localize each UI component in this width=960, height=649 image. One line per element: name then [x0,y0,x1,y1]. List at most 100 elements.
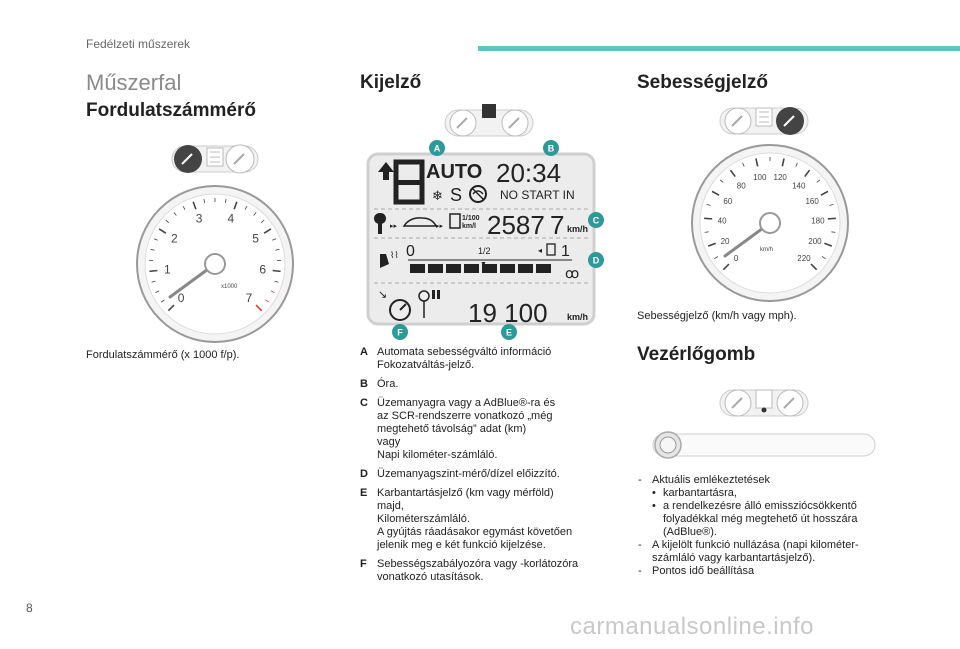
speedo-tick-label: 160 [805,197,819,206]
sub-bullet-item: •a rendelkezésre álló emissziócsökkentő … [652,500,858,538]
speedo-tick [704,217,713,220]
display-title: Kijelző [360,72,422,93]
marker-d: D [588,252,604,268]
marker-e: E [501,324,517,340]
fuel-side-arrow-icon: ◂ [538,246,542,255]
display-markers: A B C D E F [392,140,604,340]
tacho-tick [255,304,263,312]
fuel-segment [410,264,425,273]
speedo-tick [824,242,833,247]
speed-limiter-icon [389,299,411,321]
speedo-tick-label: 80 [737,182,746,191]
speedo-tick-label: 140 [792,182,806,191]
speedo-tick [795,162,798,167]
odometer-unit: km/h [567,312,588,322]
fuel-segment [464,264,479,273]
stop-start-icon [469,185,487,203]
boot-icon [380,254,389,268]
fuel-segment [518,264,533,273]
speedo-tick [821,256,826,260]
tacho-title: Fordulatszámmérő [86,100,256,121]
bullet-item: -Aktuális emlékeztetések [638,474,770,486]
svg-text:B: B [548,144,555,154]
speedo-tick [719,179,724,183]
speedo-tick-label: 200 [808,237,822,246]
snowflake-icon: ❄ [432,188,443,203]
speedo-tick [722,263,730,271]
speedo-tick-label: 0 [734,254,739,263]
speedo-tick [742,162,745,167]
tacho-tick [153,238,158,241]
header-title: Fedélzeti műszerek [86,37,191,51]
speedo-tick-label: 20 [721,237,730,246]
speedo-tick [711,190,720,196]
tacho-tick [272,269,281,273]
car-icon [402,217,438,227]
range-unit-top: 1/100 [462,215,480,222]
tacho-tick [233,201,238,210]
tacho-cluster-icon [171,144,259,174]
tacho-tick [150,248,155,251]
fuel-empty-label: 0 [406,243,415,260]
tacho-caption: Fordulatszámmérő (x 1000 f/p). [86,349,240,361]
clock-time: 20:34 [496,158,561,188]
tacho-tick-label: 1 [164,262,171,276]
speedo-tick [781,158,785,167]
bullet-item: -Pontos idő beállítása [638,565,755,577]
tacho-tick [274,280,279,283]
tacho-tick [192,201,197,210]
tacho-tick [244,206,248,210]
fuel-segment [500,264,515,273]
glow-plug-icon: ꝏ [565,265,579,281]
odometer-value: 19 100 [468,298,548,328]
tacho-tick-label: 0 [178,291,185,305]
speedo-unit: km/h [760,247,773,253]
tacho-tick [253,212,257,216]
tacho-tick-label: 6 [259,262,266,276]
fuel-segment [446,264,461,273]
tacho-tick-label: 2 [171,231,178,245]
fuel-segment [428,264,443,273]
marker-f: F [392,324,408,340]
bullet-item: -A kijelölt funkció nullázása (napi kilo… [638,539,859,564]
fuel-segment [482,264,497,273]
tacho-tick-label: 7 [246,291,253,305]
speedo-tick [707,242,716,247]
speedo-tick [831,231,836,233]
tacho-tick [167,304,175,312]
sub-bullet-item: •karbantartásra, [652,487,737,499]
tacho-tick [275,248,280,251]
range-decimal: 7 [550,210,564,240]
tacho-tick [263,228,272,234]
marker-c: C [588,212,604,228]
tacho-tick [155,290,160,293]
svg-text:F: F [397,328,403,338]
svg-text:D: D [593,256,600,266]
range-kmh: km/h [567,224,588,234]
header-accent-bar [478,46,960,51]
fuel-pump-icon [449,213,461,229]
speedo-tick-label: 220 [797,254,811,263]
fuel-half-label: 1/2 [478,246,491,256]
tacho-tick-label: 3 [196,212,203,226]
speedo-tick [820,190,829,196]
speedo-tick [704,231,709,233]
tacho-tick-label: 5 [252,231,259,245]
control-cluster-icon [719,389,809,417]
speedo-title: Sebességjelző [637,72,768,93]
pause-icon [432,290,435,299]
speedo-tick [804,169,811,178]
tacho-multiplier: x1000 [221,284,238,290]
svg-text:▸▸: ▸▸ [436,223,444,230]
key-icon [374,213,386,224]
tacho-tick [182,206,186,210]
tacho-tick [270,290,275,293]
speedo-tick [816,179,821,183]
range-unit-bottom: km/l [462,223,476,230]
